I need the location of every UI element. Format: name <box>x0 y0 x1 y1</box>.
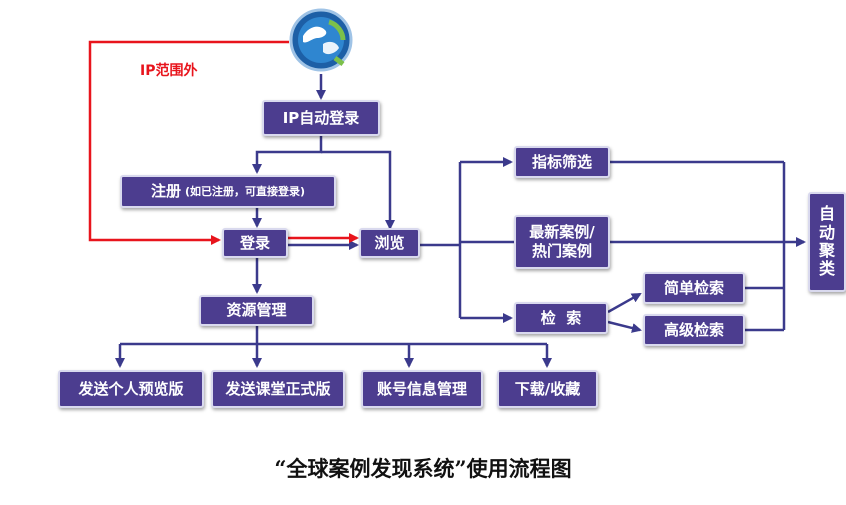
account-management-node: 账号信息管理 <box>361 370 483 408</box>
auto-cluster-char-4: 类 <box>818 259 835 279</box>
latest-cases-label: 最新案例/ <box>529 223 595 242</box>
login-label: 登录 <box>239 233 270 252</box>
diagram-caption: “全球案例发现系统”使用流程图 <box>274 456 572 481</box>
hot-cases-label: 热门案例 <box>531 242 592 260</box>
send-class-version-label: 发送课堂正式版 <box>225 379 331 398</box>
send-class-version-node: 发送课堂正式版 <box>211 370 345 408</box>
metric-filter-node: 指标筛选 <box>514 146 610 178</box>
register-node: 注册 (如已注册，可直接登录) <box>120 175 336 208</box>
account-management-label: 账号信息管理 <box>376 379 467 398</box>
metric-filter-label: 指标筛选 <box>531 152 592 171</box>
globe-logo-icon <box>289 8 353 72</box>
advanced-search-node: 高级检索 <box>643 314 745 346</box>
auto-cluster-char-1: 自 <box>818 204 835 224</box>
simple-search-label: 简单检索 <box>663 278 724 297</box>
search-label: 检 索 <box>540 308 582 327</box>
ip-out-of-range-label: IP范围外 <box>140 63 198 79</box>
red-connector-out-of-range <box>88 40 289 245</box>
auto-cluster-node: 自 动 聚 类 <box>808 192 846 292</box>
connector-to-advanced-search <box>607 320 642 333</box>
download-favorite-label: 下载/收藏 <box>514 379 581 398</box>
login-node: 登录 <box>222 228 288 258</box>
ip-auto-login-node: IP自动登录 <box>262 100 380 136</box>
send-personal-preview-label: 发送个人预览版 <box>78 379 184 398</box>
resource-management-label: 资源管理 <box>226 301 287 320</box>
browse-node: 浏览 <box>359 228 420 258</box>
connector-ip-login-to-browse <box>321 150 395 230</box>
simple-search-node: 简单检索 <box>643 272 745 304</box>
advanced-search-label: 高级检索 <box>663 320 724 339</box>
register-label: 注册 <box>150 182 181 201</box>
register-note: (如已注册，可直接登录) <box>184 184 306 198</box>
search-node: 检 索 <box>514 302 608 334</box>
auto-cluster-char-2: 动 <box>818 222 835 242</box>
auto-cluster-char-3: 聚 <box>818 241 835 260</box>
resource-management-node: 资源管理 <box>199 295 314 326</box>
send-personal-preview-node: 发送个人预览版 <box>58 370 204 408</box>
connector-to-simple-search <box>607 292 642 314</box>
download-favorite-node: 下载/收藏 <box>497 370 598 408</box>
browse-label: 浏览 <box>374 233 405 252</box>
ip-auto-login-label: IP自动登录 <box>282 108 360 127</box>
latest-hot-cases-node: 最新案例/ 热门案例 <box>514 215 610 269</box>
connector-ip-login-to-register <box>252 136 323 174</box>
